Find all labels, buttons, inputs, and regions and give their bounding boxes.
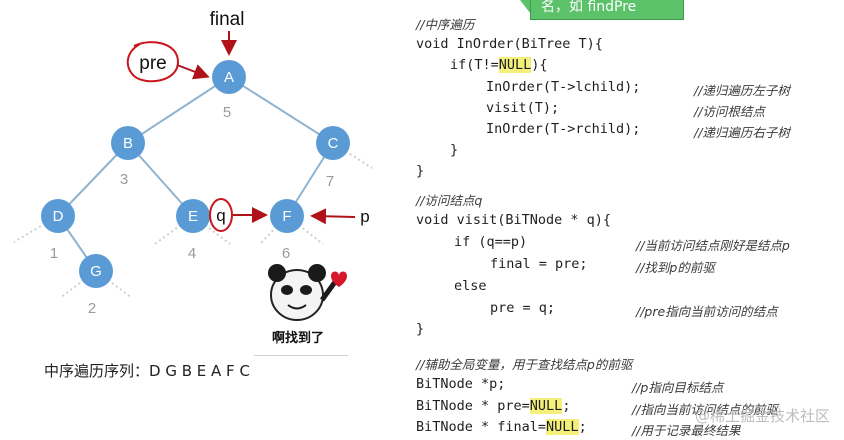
tree-nodes [41,60,350,288]
edge-a-b [127,76,230,144]
pre-arrow [176,64,210,80]
node-e-label: E [188,208,198,225]
node-c [316,126,350,160]
decl-final-start: BiTNode * final= [416,419,547,435]
node-e [176,199,210,233]
order-c: 7 [326,173,334,190]
decl-final-null: NULL [546,419,579,435]
edge-a-c [228,76,334,144]
node-d-label: D [53,208,64,225]
q-label: q [216,206,225,225]
order-d: 1 [50,245,58,262]
pre-label: pre [139,53,166,74]
decl-pre-comment: //指向当前访问结点的前驱 [632,402,778,417]
assign-pre: pre = q; [490,300,556,316]
tree-edges [57,76,334,272]
heart-icon [331,271,347,287]
null-keyword: NULL [498,57,532,73]
node-f-label: F [282,208,291,225]
assign-final: final = pre; [490,256,588,272]
decl-pre-start: BiTNode * pre= [416,398,530,414]
decl-p: BiTNode *p; [416,376,506,392]
p-arrow [310,208,356,225]
order-a: 5 [223,104,231,121]
close-visit: } [416,321,425,337]
decl-pre-end: ; [562,398,571,414]
watermark: @稀土掘金技术社区 [694,407,830,425]
panda-meme-image [268,264,347,321]
visit-signature: void visit(BiTNode * q){ [416,212,612,228]
callout-bubble: 名，如 findPre [530,0,684,20]
decl-pre: BiTNode * pre=NULL; [416,398,570,414]
visit-call: visit(T); [486,100,560,116]
order-e: 4 [188,245,196,262]
else-keyword: else [454,278,487,294]
order-g: 2 [88,300,96,317]
decl-p-comment: //p指向目标结点 [632,380,724,395]
call-left-comment: //递归遍历左子树 [694,83,790,98]
decl-pre-null: NULL [529,398,563,414]
visit-call-comment: //访问根结点 [694,104,765,119]
node-g-label: G [90,263,102,280]
inorder-comment: //中序遍历 [416,17,475,32]
visit-comment: //访问结点q [416,193,483,208]
decl-final-end: ; [578,419,587,435]
q-circle [209,198,233,232]
node-b-label: B [123,135,133,152]
if-line-start: if(T!= [450,57,499,73]
node-b [111,126,145,160]
p-label: p [360,207,369,226]
pre-circle [126,41,180,83]
node-d [41,199,75,233]
order-f: 6 [282,245,290,262]
assign-final-comment: //找到p的前驱 [636,260,715,275]
call-right-comment: //递归遍历右子树 [694,125,790,140]
node-a-label: A [224,69,234,86]
inorder-signature: void InOrder(BiTree T){ [416,36,603,52]
aux-comment: //辅助全局变量，用于查找结点p的前驱 [416,357,633,372]
visit-if-comment: //当前访问结点刚好是结点p [636,238,790,253]
order-b: 3 [120,171,128,188]
final-label: final [210,9,245,30]
inorder-sequence: 中序遍历序列：D G B E A F C [44,362,250,380]
node-f [270,199,304,233]
call-right: InOrder(T->rchild); [486,121,641,137]
close-if: } [450,142,459,158]
divider [254,355,348,356]
decl-final-comment: //用于记录最终结果 [632,423,741,438]
meme-caption: 啊找到了 [272,330,324,346]
node-a [212,60,246,94]
visit-if: if (q==p) [454,234,528,250]
node-c-label: C [328,135,339,152]
close-inorder: } [416,163,425,179]
call-left: InOrder(T->lchild); [486,79,641,95]
assign-pre-comment: //pre指向当前访问的结点 [636,304,778,319]
if-line: if(T!=NULL){ [450,57,548,73]
node-g [79,254,113,288]
decl-final: BiTNode * final=NULL; [416,419,587,435]
binary-tree-diagram: A B C D E F G 5 3 7 1 4 6 2 final pre q … [13,9,373,346]
if-line-end: ){ [531,57,548,73]
